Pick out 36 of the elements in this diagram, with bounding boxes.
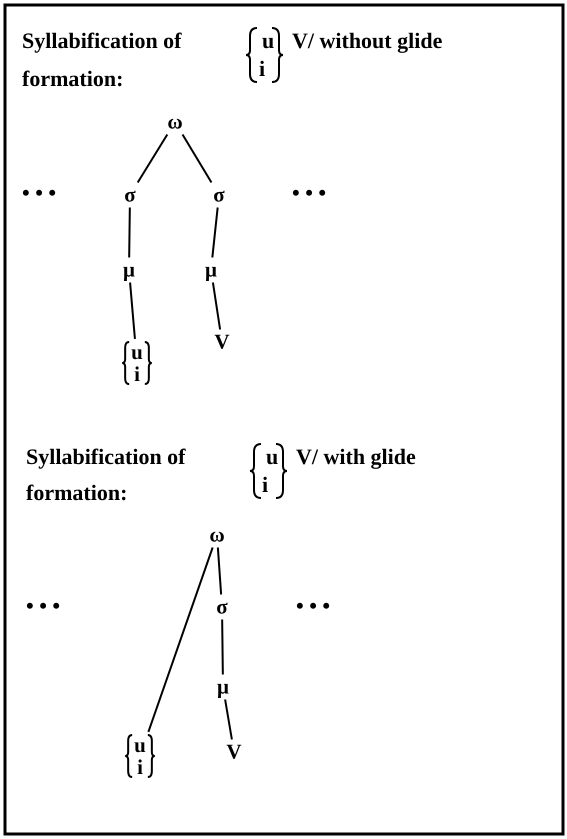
tree-branch-line (211, 207, 219, 258)
tree-branch-line (224, 699, 233, 740)
ellipsis-dots: • • • (26, 595, 60, 617)
tree-branch-line (128, 207, 131, 258)
prosodic-symbol: σ (213, 184, 225, 206)
tree-branch-line (147, 547, 214, 732)
heading-text: formation: (26, 482, 128, 504)
ellipsis-dots: • • • (296, 595, 330, 617)
brace-letter: i (262, 474, 268, 496)
brace-letter: u (262, 30, 274, 52)
prosodic-symbol: μ (217, 676, 229, 698)
prosodic-symbol: σ (216, 596, 228, 618)
braced-segment-set: u i (122, 340, 152, 386)
prosodic-symbol: ω (167, 112, 183, 132)
prosodic-symbol: μ (205, 260, 217, 280)
heading-text: Syllabification of (22, 30, 182, 52)
braced-segment-set: u i (125, 734, 155, 778)
heading-text: V/ without glide (292, 30, 442, 52)
prosodic-symbol: ω (209, 524, 225, 546)
ellipsis-dots: • • • (22, 182, 56, 204)
tree-branch-line (129, 282, 136, 340)
prosodic-symbol: σ (124, 184, 136, 206)
heading-text: Syllabification of (26, 446, 186, 468)
heading-text: formation: (22, 68, 124, 90)
ellipsis-dots: • • • (292, 182, 326, 204)
tree-branch-line (216, 547, 222, 595)
prosodic-symbol: V (214, 332, 230, 352)
tree-branch-line (221, 619, 224, 675)
tree-branch-line (136, 134, 168, 184)
tree-branch-line (182, 134, 212, 184)
tree-branch-line (212, 282, 222, 330)
brace-letter: i (259, 58, 266, 80)
brace-letter: u (266, 446, 278, 468)
prosodic-symbol: μ (123, 260, 135, 280)
prosodic-symbol: V (226, 742, 242, 762)
heading-text: V/ with glide (296, 446, 416, 468)
